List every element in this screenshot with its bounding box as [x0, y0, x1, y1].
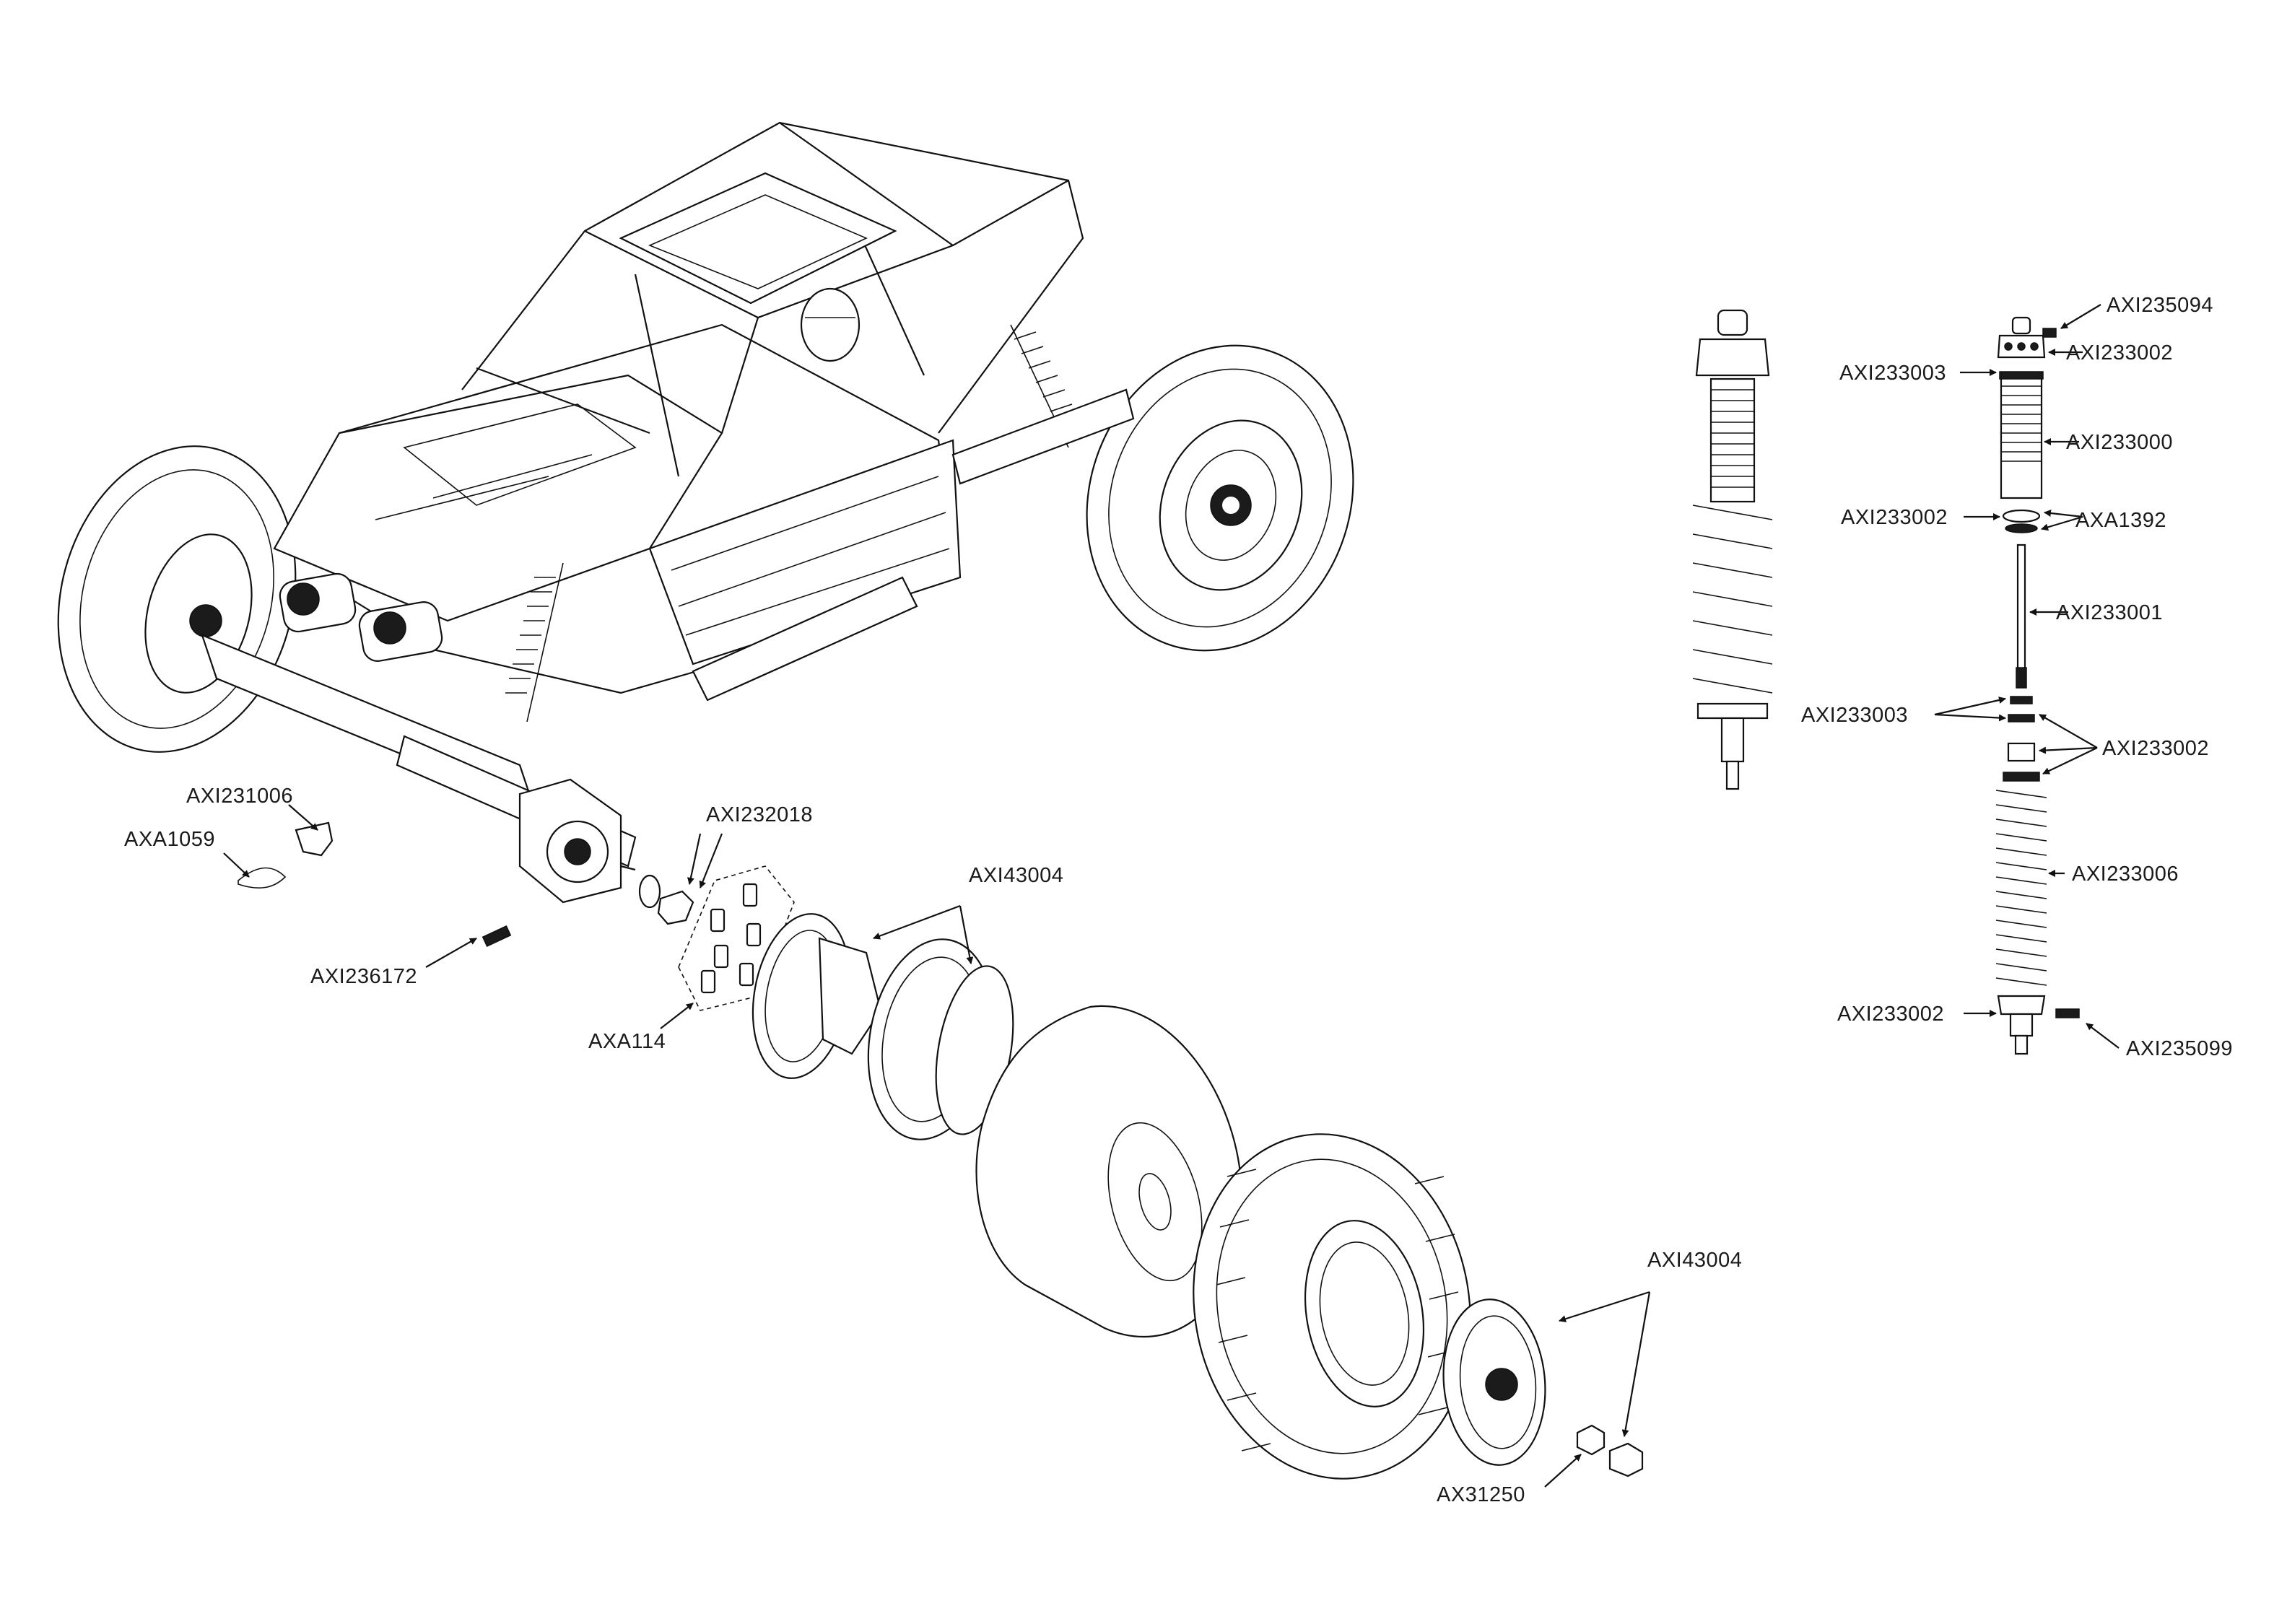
label-axi233000: AXI233000 [2066, 431, 2173, 454]
label-axa1392: AXA1392 [2075, 509, 2166, 532]
label-ax31250: AX31250 [1437, 1483, 1525, 1506]
beadlock-ring [752, 913, 882, 1079]
label-axi233002-b: AXI233002 [1841, 506, 1948, 529]
rear-right-wheel [1086, 344, 1354, 652]
wheel-hex [638, 874, 694, 925]
foam-insert [975, 1005, 1243, 1338]
label-axi233006: AXI233006 [2072, 863, 2179, 886]
label-axi43004-top: AXI43004 [969, 864, 1063, 887]
hub-pin [482, 925, 512, 947]
label-axi236172: AXI236172 [310, 965, 417, 988]
label-axa114: AXA114 [588, 1030, 666, 1053]
wheel-face-outer [1442, 1298, 1546, 1466]
label-axi233001: AXI233001 [2056, 601, 2163, 624]
shock-assembled [1692, 309, 1773, 790]
label-axi233002-d: AXI233002 [1837, 1003, 1944, 1026]
wheel-bolt-set [678, 865, 795, 1011]
body-clip-parts [238, 821, 334, 889]
label-axi235094: AXI235094 [2107, 294, 2213, 317]
chassis-body [273, 323, 962, 694]
front-right-knuckle [518, 778, 636, 904]
label-axi232018: AXI232018 [706, 803, 813, 826]
label-axa1059: AXA1059 [124, 828, 215, 851]
label-axi233002-a: AXI233002 [2066, 341, 2173, 364]
roll-cage [461, 121, 1084, 477]
wheel-nut [1576, 1424, 1644, 1477]
tire [1193, 1133, 1471, 1480]
shock-exploded [1995, 316, 2080, 1055]
label-axi235099: AXI235099 [2126, 1037, 2233, 1060]
front-shock-mounted [505, 562, 564, 722]
vehicle-assembly [57, 121, 1354, 904]
label-axi233003-b: AXI233003 [1801, 704, 1908, 727]
label-axi233002-c: AXI233002 [2102, 737, 2209, 760]
label-axi231006: AXI231006 [186, 785, 293, 808]
callout-labels: AXI231006 AXA1059 AXI232018 AXI43004 AXI… [124, 294, 2233, 1506]
label-axi233003-a: AXI233003 [1839, 362, 1946, 385]
label-axi43004-bottom: AXI43004 [1647, 1249, 1742, 1272]
callout-lines [223, 304, 2120, 1488]
